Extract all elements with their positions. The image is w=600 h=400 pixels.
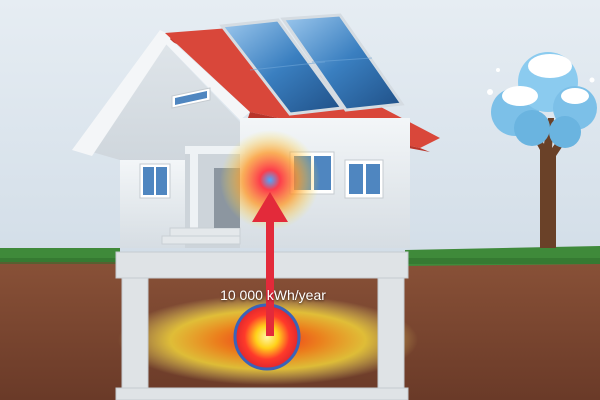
tree-icon — [487, 52, 597, 248]
solar-panel-icon — [219, 13, 405, 116]
window-attic — [171, 87, 211, 109]
foundation-pillar-left — [121, 277, 149, 391]
arrow-up-icon — [252, 192, 288, 336]
foundation-slab — [115, 251, 409, 279]
foundation-base — [115, 387, 409, 400]
energy-output-label: 10 000 kWh/year — [220, 287, 326, 303]
window-left — [139, 163, 171, 199]
house-heat-glow — [220, 130, 320, 230]
window-right — [344, 159, 384, 199]
foundation-pillar-right — [377, 277, 405, 391]
